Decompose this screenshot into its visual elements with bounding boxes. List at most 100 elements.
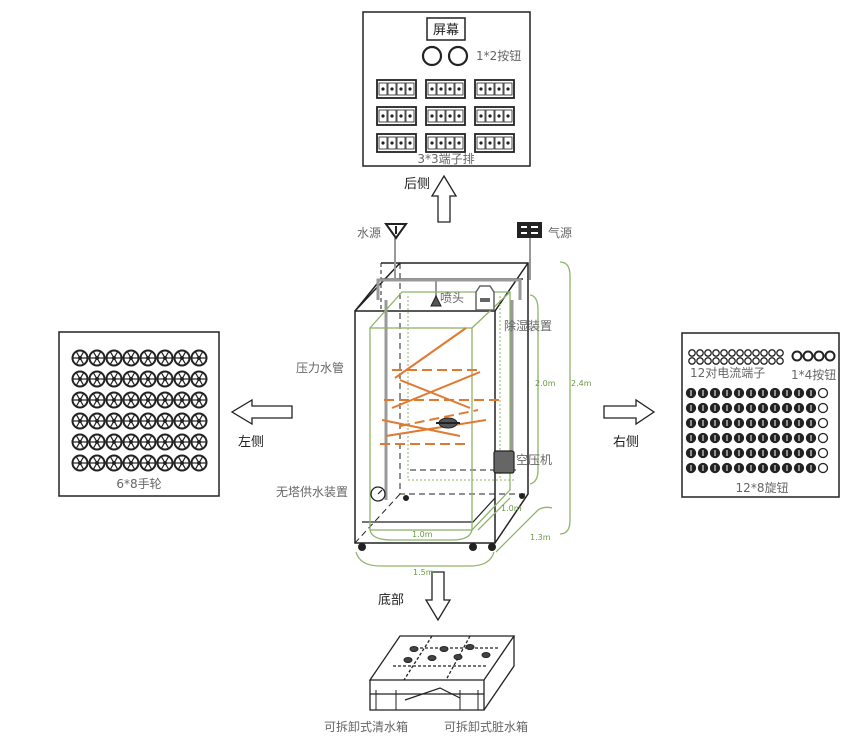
clean-tank-label: 可拆卸式清水箱 [324, 719, 408, 734]
arrow-left-icon [230, 398, 293, 426]
handwheel-hub-icon [180, 356, 184, 360]
current-terminal-icon [720, 357, 728, 365]
left-view-panel: 6*8手轮 [58, 331, 220, 497]
terminal-screw-icon [381, 141, 385, 145]
handwheel-hub-icon [146, 419, 150, 423]
terminal-slot-icon [503, 136, 513, 150]
cabinet-drawing [354, 238, 571, 567]
right-button-icon [824, 350, 836, 362]
terminal-screw-icon [439, 87, 443, 91]
current-terminal-icon [688, 349, 696, 357]
drain-hole-icon [403, 657, 413, 663]
handwheel-hub-icon [129, 398, 133, 402]
handwheel-hub-icon [146, 356, 150, 360]
terminal-slot-icon [436, 136, 446, 150]
compressor-label: 空压机 [516, 453, 552, 467]
handwheel-hub-icon [78, 398, 82, 402]
handwheel-hub-icon [146, 377, 150, 381]
knob-grid [685, 387, 829, 474]
knob-icon [817, 462, 829, 474]
back-view-label: 后侧 [404, 177, 430, 192]
screen-box [426, 17, 466, 41]
terminal-screw-icon [408, 141, 412, 145]
handwheel-hub-icon [180, 377, 184, 381]
dimension-label: 1.0m [412, 530, 433, 539]
current-terminal-icon [736, 349, 744, 357]
arrow-down-icon [424, 571, 452, 622]
current-terminal-icon [728, 357, 736, 365]
handwheel-hub-icon [78, 440, 82, 444]
drain-hole-icon [465, 644, 475, 650]
terminal-slot-icon [396, 82, 406, 96]
handwheel-hub-icon [197, 377, 201, 381]
terminal-screw-icon [488, 87, 492, 91]
terminal-screw-icon [448, 141, 452, 145]
terminal-slot-icon [405, 82, 415, 96]
terminal-screw-icon [479, 141, 483, 145]
terminal-slot-icon [427, 136, 437, 150]
handwheel-hub-icon [146, 440, 150, 444]
handwheel-hub-icon [78, 356, 82, 360]
handwheel-hub-icon [197, 461, 201, 465]
handwheel-hub-icon [180, 398, 184, 402]
knob-icon [817, 447, 829, 459]
handwheel-hub-icon [129, 461, 133, 465]
terminal-screw-icon [479, 114, 483, 118]
terminal-slot-icon [445, 82, 455, 96]
drain-hole-icon [481, 652, 491, 658]
right-button-icon [802, 350, 814, 362]
right-button-icon [813, 350, 825, 362]
handwheel-hub-icon [180, 419, 184, 423]
back-button-icon [421, 45, 443, 67]
terminal-screw-icon [399, 87, 403, 91]
drain-holes [403, 644, 491, 663]
terminal-slot-icon [485, 82, 495, 96]
terminal-slot-icon [485, 136, 495, 150]
handwheel-hub-icon [129, 356, 133, 360]
terminal-screw-icon [390, 141, 394, 145]
handwheel-hub-icon [163, 419, 167, 423]
handwheel-hub-icon [95, 440, 99, 444]
dirty-tank-label: 可拆卸式脏水箱 [444, 719, 528, 734]
terminal-slot-icon [387, 82, 397, 96]
handwheel-hub-icon [197, 398, 201, 402]
handwheel-hub-icon [112, 398, 116, 402]
terminal-slot-icon [476, 109, 486, 123]
handwheel-hub-icon [112, 461, 116, 465]
terminal-slot-icon [405, 136, 415, 150]
terminal-screw-icon [506, 114, 510, 118]
handwheel-hub-icon [129, 419, 133, 423]
current-terminal-icon [712, 349, 720, 357]
handwheel-hub-icon [197, 440, 201, 444]
handwheel-hub-icon [129, 377, 133, 381]
back-button-icon [447, 45, 469, 67]
handwheel-grid [71, 349, 208, 472]
current-terminal-icon [728, 349, 736, 357]
arrow-up-icon [430, 174, 458, 223]
handwheel-hub-icon [129, 440, 133, 444]
right-buttons-label: 1*4按钮 [791, 367, 836, 382]
terminal-screw-icon [390, 114, 394, 118]
water-supply-label: 无塔供水装置 [276, 485, 348, 499]
drain-hole-icon [427, 655, 437, 661]
back-view-panel: 屏幕 1*2按钮 3*3端子排 [362, 11, 531, 167]
handwheel-hub-icon [163, 440, 167, 444]
terminal-slot-icon [485, 109, 495, 123]
terminal-screw-icon [439, 141, 443, 145]
handwheel-hub-icon [78, 377, 82, 381]
handwheel-hub-icon [95, 461, 99, 465]
back-terminals-label: 3*3端子排 [417, 152, 474, 166]
terminal-screw-icon [457, 87, 461, 91]
right-button-row [791, 350, 836, 362]
right-view-label: 右侧 [613, 435, 639, 450]
current-terminal-icon [760, 357, 768, 365]
handwheel-hub-icon [95, 377, 99, 381]
handwheel-hub-icon [95, 398, 99, 402]
handwheel-hub-icon [163, 398, 167, 402]
terminal-slot-icon [454, 82, 464, 96]
terminal-screw-icon [506, 87, 510, 91]
terminal-slot-icon [427, 82, 437, 96]
terminal-screw-icon [497, 87, 501, 91]
handwheel-hub-icon [146, 398, 150, 402]
terminal-slot-icon [405, 109, 415, 123]
